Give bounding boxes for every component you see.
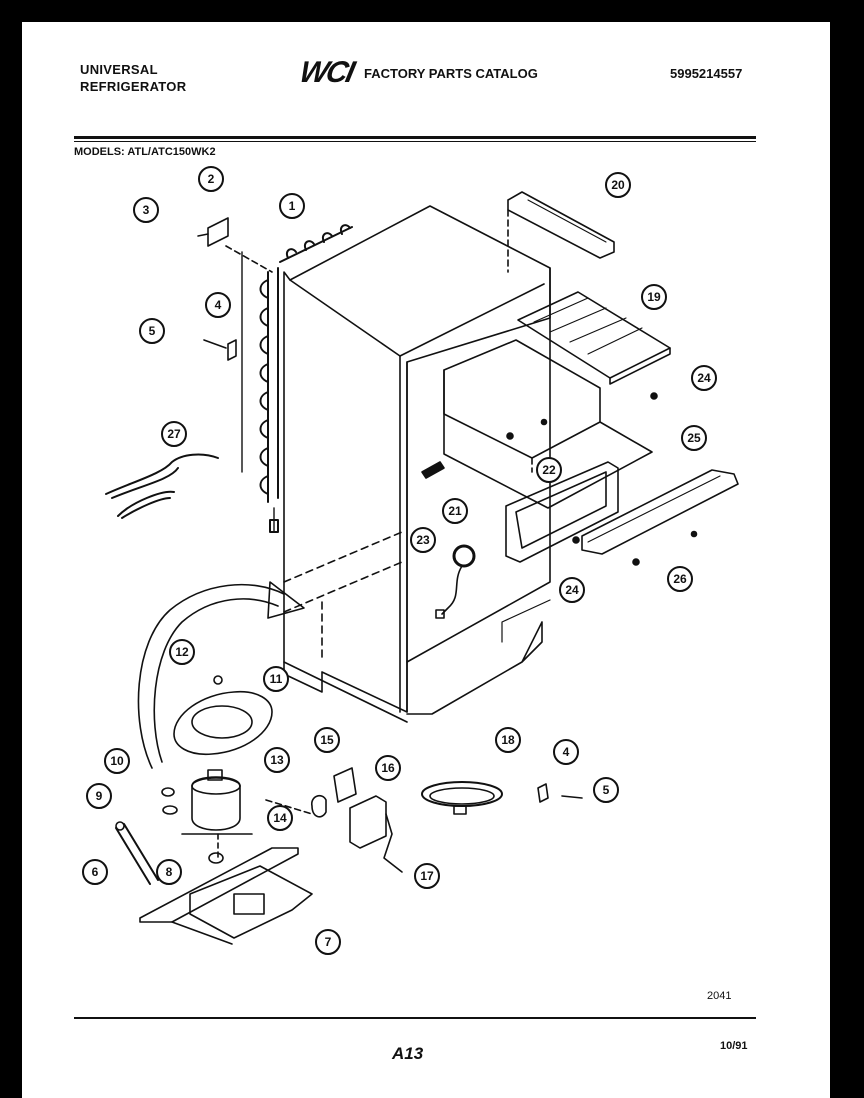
callout-bubble <box>198 166 224 192</box>
callout-number: 3 <box>143 203 150 217</box>
callout-bubble <box>82 859 108 885</box>
thermostat-control <box>435 544 476 619</box>
callout-bubble <box>410 527 436 553</box>
callout-number: 10 <box>110 754 124 768</box>
callout-number: 9 <box>96 789 103 803</box>
callout-number: 20 <box>611 178 625 192</box>
callout-bubble <box>605 172 631 198</box>
screws <box>506 392 698 566</box>
catalog-title: FACTORY PARTS CATALOG <box>364 66 538 81</box>
power-cord <box>421 781 503 815</box>
freezer-shelf <box>517 291 671 385</box>
callout-bubble <box>375 755 401 781</box>
callout-bubble <box>169 639 195 665</box>
callout-bubble <box>641 284 667 310</box>
callout-number: 22 <box>542 463 556 477</box>
callout-number: 24 <box>565 583 579 597</box>
callout-bubble <box>536 457 562 483</box>
callout-bubble <box>264 747 290 773</box>
brand-line-2: REFRIGERATOR <box>80 79 187 94</box>
callout-number: 12 <box>175 645 189 659</box>
callout-bubble <box>104 748 130 774</box>
freezer-door-panel <box>505 461 619 563</box>
callout-bubble <box>139 318 165 344</box>
page-number: A13 <box>392 1044 424 1063</box>
callout-number: 24 <box>697 371 711 385</box>
callout-number: 26 <box>673 572 687 586</box>
shelf-rail <box>581 469 739 555</box>
brand-line-1: UNIVERSAL <box>80 62 158 77</box>
callout-bubble <box>133 197 159 223</box>
coil-bracket <box>197 217 273 273</box>
callout-bubble <box>263 666 289 692</box>
callout-number: 21 <box>448 504 462 518</box>
compressor <box>181 769 253 861</box>
callout-number: 7 <box>325 935 332 949</box>
drain-hose <box>105 453 219 519</box>
parts-sheet: UNIVERSAL REFRIGERATOR WCI FACTORY PARTS… <box>22 22 830 1098</box>
condenser-coil <box>241 224 353 533</box>
grommets <box>161 787 224 864</box>
figure-number: 2041 <box>707 990 732 1002</box>
freezer-compartment <box>443 339 653 509</box>
exploded-parts-diagram: 1234527201924252221232426121110131518164… <box>82 166 739 955</box>
callout-bubble <box>691 365 717 391</box>
callout-bubble <box>205 292 231 318</box>
callout-number: 17 <box>420 869 434 883</box>
callout-bubble <box>414 863 440 889</box>
relay-overload <box>265 767 357 818</box>
callout-bubble <box>161 421 187 447</box>
callout-number: 18 <box>501 733 515 747</box>
footer-rule <box>74 1017 756 1019</box>
callout-bubble <box>667 566 693 592</box>
callout-bubble <box>314 727 340 753</box>
callout-bubble <box>156 859 182 885</box>
callout-number: 2 <box>208 172 215 186</box>
callout-number: 5 <box>149 324 156 338</box>
callout-number: 5 <box>603 783 610 797</box>
callout-number: 16 <box>381 761 395 775</box>
run-capacitor <box>349 795 403 873</box>
callout-number: 27 <box>167 427 181 441</box>
callout-number: 25 <box>687 431 701 445</box>
callout-number: 14 <box>273 811 287 825</box>
callout-bubble <box>86 783 112 809</box>
callout-bubble <box>279 193 305 219</box>
cabinet-shell <box>283 205 551 723</box>
callout-number: 1 <box>289 199 296 213</box>
callout-number: 4 <box>563 745 570 759</box>
compressor-strap <box>115 821 159 885</box>
callout-number: 19 <box>647 290 661 304</box>
header-rule <box>74 136 756 139</box>
cord-clip <box>537 783 583 803</box>
coil-clip <box>203 339 237 361</box>
callout-bubble <box>495 727 521 753</box>
callout-number: 6 <box>92 865 99 879</box>
revision-date: 10/91 <box>720 1040 748 1052</box>
callout-number: 15 <box>320 733 334 747</box>
assembly-arrow <box>137 581 305 769</box>
callout-number: 23 <box>416 533 430 547</box>
callout-number: 13 <box>270 753 284 767</box>
callout-number: 11 <box>270 672 283 686</box>
callout-bubble <box>442 498 468 524</box>
base-plate <box>139 847 313 945</box>
callout-bubble <box>315 929 341 955</box>
callout-number: 8 <box>166 865 173 879</box>
top-channel <box>507 191 615 273</box>
callout-bubble <box>593 777 619 803</box>
catalog-part-number: 5995214557 <box>670 66 743 81</box>
callout-bubble <box>681 425 707 451</box>
header-rule-thin <box>74 141 756 142</box>
drain-pan <box>173 675 273 756</box>
models-label: MODELS: ATL/ATC150WK2 <box>74 146 216 158</box>
light-switch <box>421 461 445 479</box>
callout-bubble <box>267 805 293 831</box>
callout-number: 4 <box>215 298 222 312</box>
callout-bubble <box>553 739 579 765</box>
callout-bubble <box>559 577 585 603</box>
